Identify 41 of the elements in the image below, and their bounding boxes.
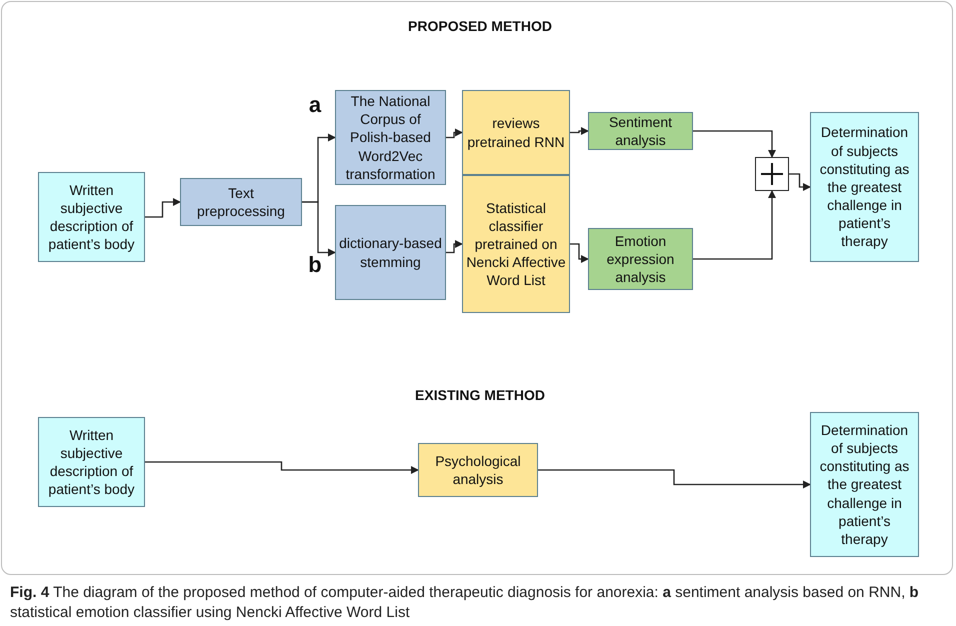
- branch-letter: a: [308, 92, 322, 118]
- process-box: [462, 175, 570, 313]
- process-box: [38, 417, 145, 507]
- arrow: [693, 130, 776, 158]
- node-text: Psychological analysis: [434, 452, 522, 488]
- arrow: [570, 243, 589, 263]
- process-box: [418, 443, 538, 497]
- process-box: [335, 90, 446, 185]
- node-text: dictionary-based stemming: [339, 234, 442, 271]
- node-text: Text preprocessing: [196, 184, 286, 220]
- section-heading: EXISTING METHOD: [414, 387, 546, 403]
- node-text: Emotion expression analysis: [606, 232, 676, 286]
- process-box: [335, 205, 446, 300]
- process-box: [588, 228, 693, 290]
- arrow: [446, 128, 463, 138]
- node-text: reviews pretrained RNN: [466, 114, 566, 151]
- node-text: Sentiment analysis: [608, 112, 674, 150]
- section-heading: PROPOSED METHOD: [407, 18, 553, 34]
- figure-caption: Fig. 4 The diagram of the proposed method of computer-aided therapeutic diagnosis for anorexia: a sentiment analysis based on RNN, b statistical emotion classifier using Nencki Affective Word List: [10, 583, 920, 624]
- node-text: Written subjective description of patient’s body: [47, 426, 136, 498]
- arrow: [302, 201, 336, 256]
- node-text: Determination of subjects constituting as the greatest challenge in patient’s therapy: [818, 420, 910, 548]
- arrow: [538, 469, 811, 488]
- node-text: Written subjective description of patient’s body: [47, 180, 136, 254]
- process-box: [462, 90, 570, 175]
- process-box: [810, 412, 919, 557]
- arrow: [789, 173, 811, 191]
- branch-letter: b: [307, 252, 323, 278]
- process-box: [588, 112, 693, 150]
- process-box: [38, 172, 145, 262]
- arrow: [570, 127, 589, 135]
- sum-box: [755, 157, 789, 191]
- node-text: Determination of subjects constituting as the greatest challenge in patient’s therapy: [818, 123, 910, 251]
- arrow: [693, 190, 776, 260]
- arrow: [145, 461, 419, 474]
- node-text: The National Corpus of Polish-based Word2Vec transformation: [344, 92, 436, 183]
- arrow: [145, 198, 181, 218]
- arrow: [446, 240, 463, 254]
- node-text: Statistical classifier pretrained on Nencki Affective Word List: [466, 198, 566, 290]
- process-box: [810, 112, 919, 262]
- process-box: [180, 178, 302, 226]
